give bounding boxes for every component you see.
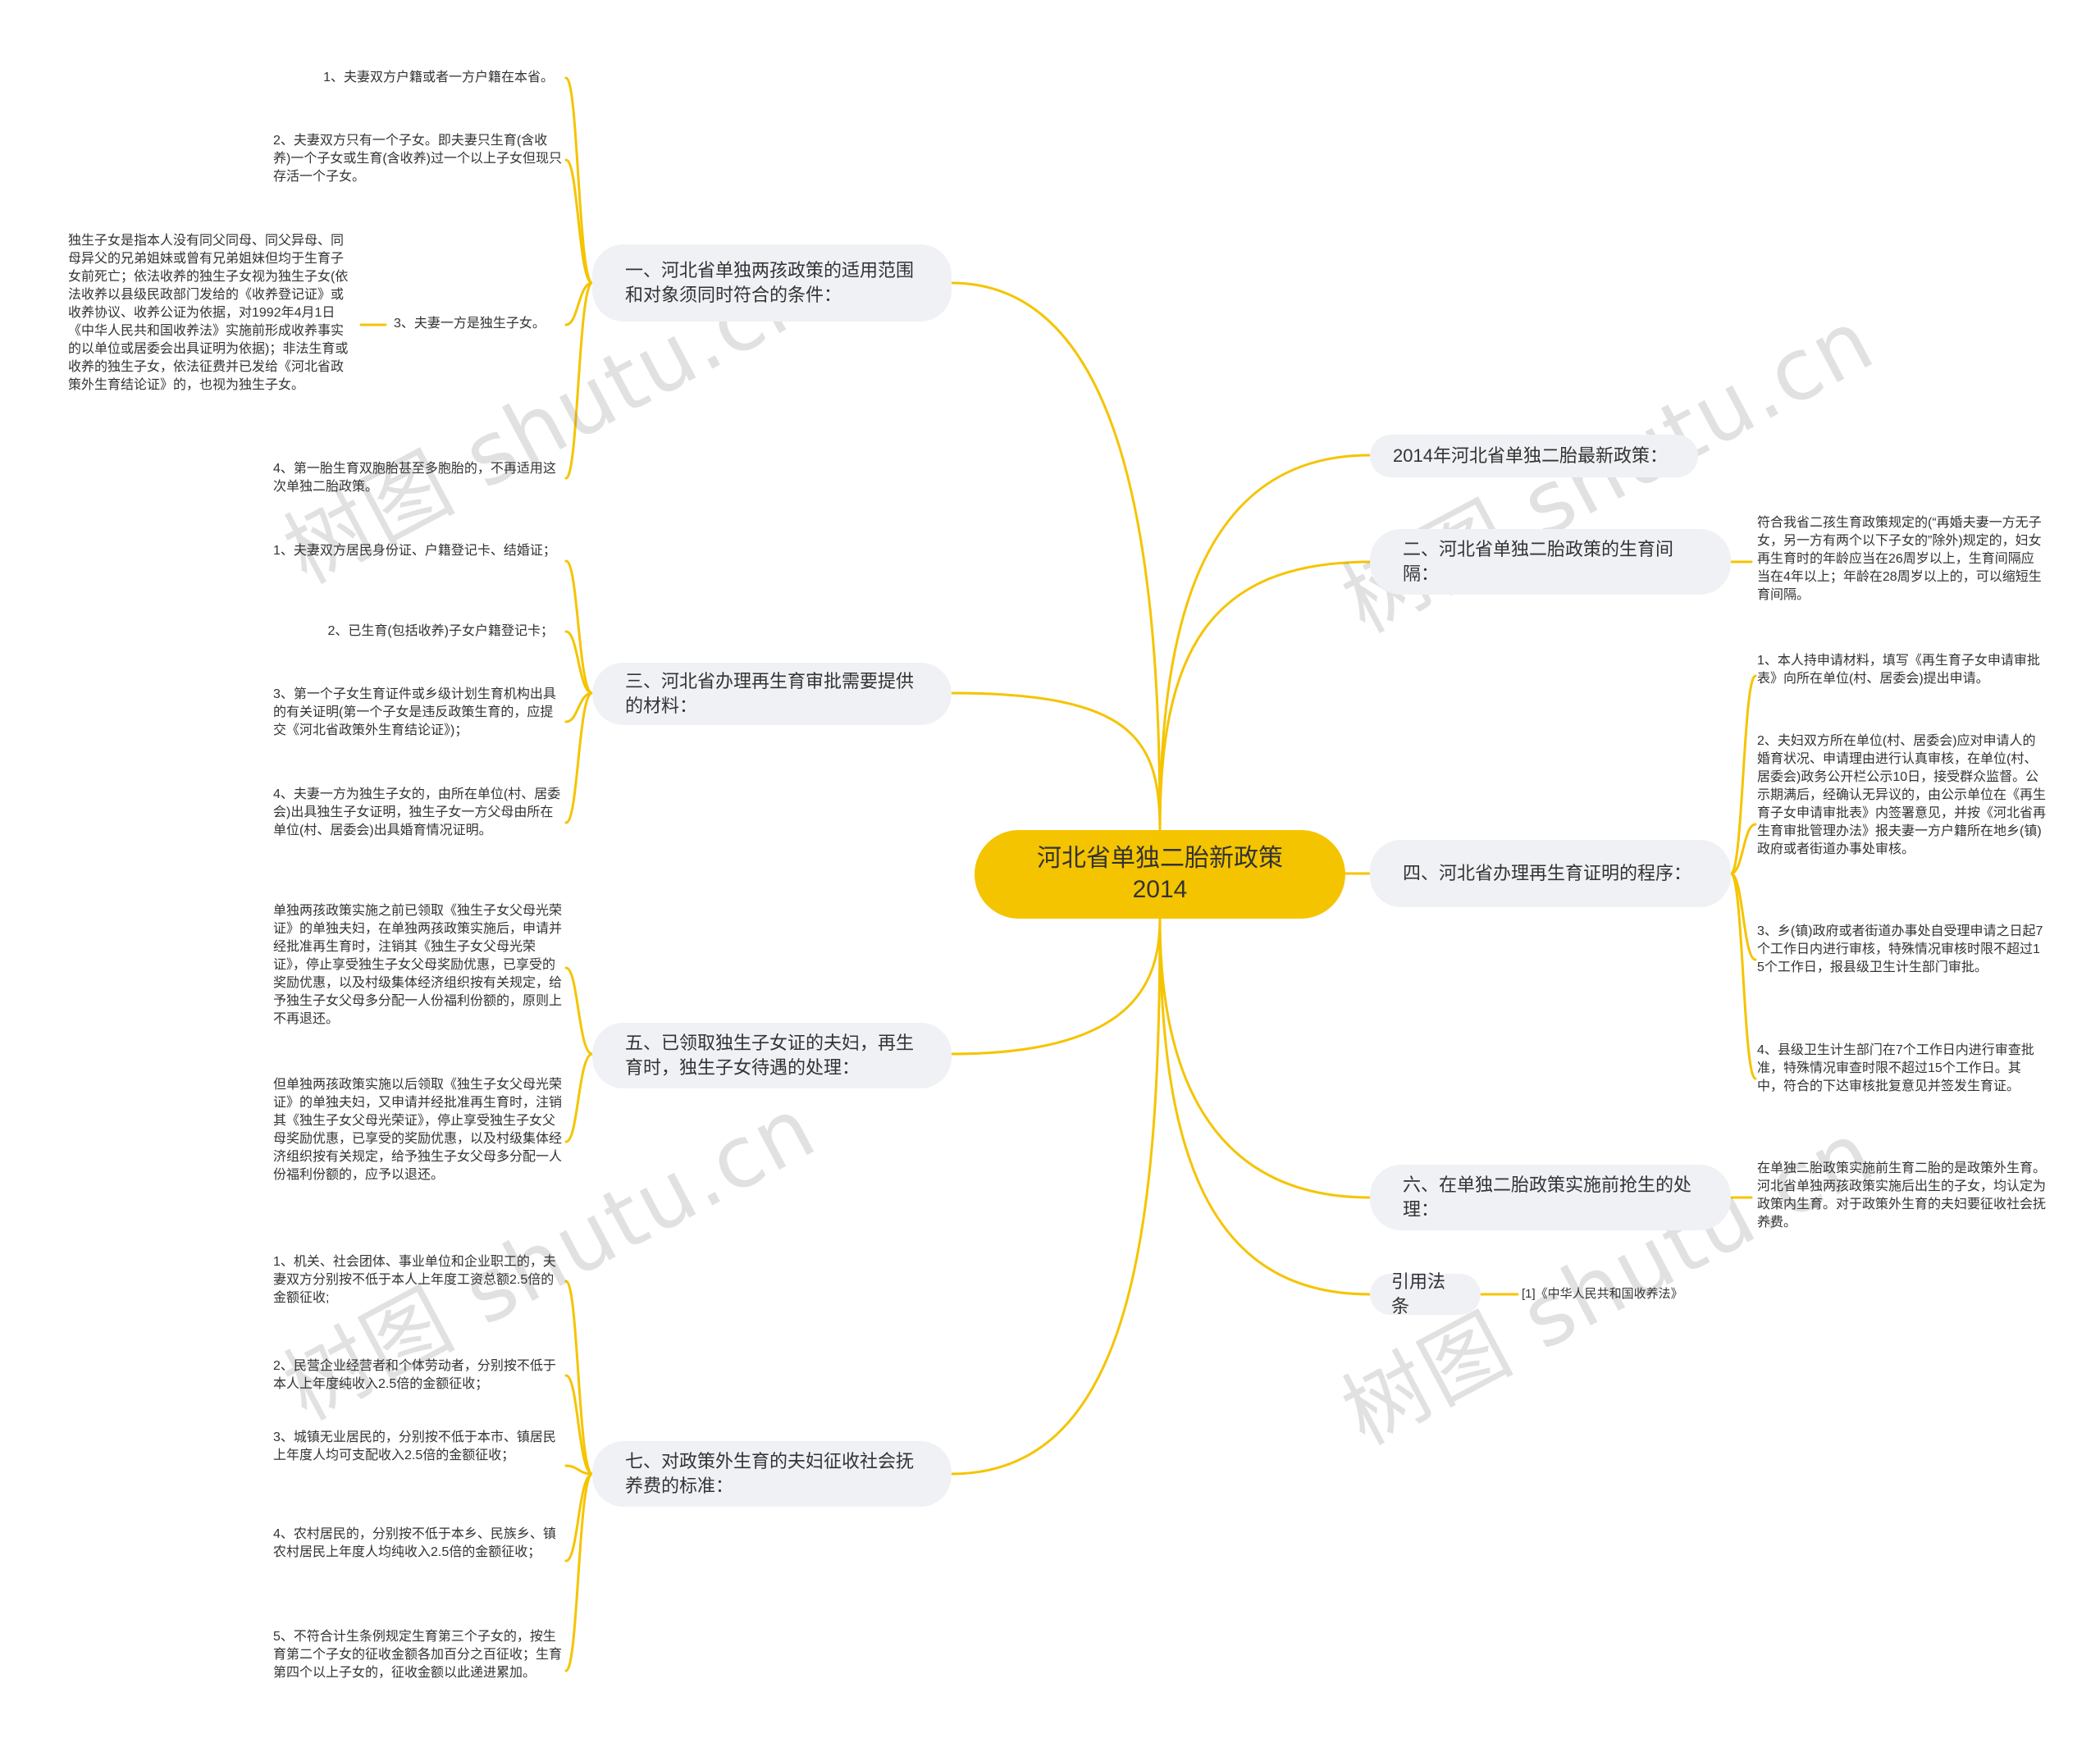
leaf-b7-2: 2、民营企业经营者和个体劳动者，分别按不低于本人上年度纯收入2.5倍的金额征收； <box>273 1359 556 1391</box>
link-center-r0 <box>1158 454 1372 832</box>
leaf-b6-1: 在单独二胎政策实施前生育二胎的是政策外生育。河北省单独两孩政策实施后出生的子女，… <box>1757 1161 2047 1230</box>
leaf-b3-1: 1、夫妻双方居民身份证、户籍登记卡、结婚证； <box>273 544 556 558</box>
leaf-b3-2: 2、已生育(包括收养)子女户籍登记卡； <box>327 624 554 638</box>
leaf-b2-1: 符合我省二孩生育政策规定的(“再婚夫妻一方无子女，另一方有两个以下子女的”除外)… <box>1757 516 2042 602</box>
link-b1-3 <box>564 281 594 326</box>
branch-only-child-certificate[interactable]: 五、已领取独生子女证的夫妇，再生育时，独生子女待遇的处理： <box>592 1023 952 1088</box>
leaf-b1-3: 3、夫妻一方是独生子女。 <box>394 317 546 331</box>
leaf-b3-4: 4、夫妻一方为独生子女的，由所在单位(村、居委会)出具独生子女证明，独生子女一方… <box>273 787 561 837</box>
link-b7-5 <box>564 1472 594 1672</box>
link-b5-2 <box>564 1052 594 1143</box>
link-b7-1 <box>564 1280 594 1476</box>
branch-required-materials[interactable]: 三、河北省办理再生育审批需要提供的材料： <box>592 663 952 725</box>
leaf-b7-3: 3、城镇无业居民的，分别按不低于本市、镇居民上年度人均可支配收入2.5倍的金额征… <box>273 1430 556 1462</box>
link-b7-2 <box>564 1374 594 1476</box>
link-center-b2 <box>1158 560 1372 832</box>
leaf-b1-4: 4、第一胎生育双胞胎甚至多胞胎的，不再适用这次单独二胎政策。 <box>273 462 556 494</box>
link-center-ref <box>1158 917 1372 1296</box>
link-center-b1 <box>950 281 1162 832</box>
branch-certificate-procedure[interactable]: 四、河北省办理再生育证明的程序： <box>1370 840 1731 907</box>
leaf-b1-1: 1、夫妻双方户籍或者一方户籍在本省。 <box>323 71 554 84</box>
leaf-b4-1: 1、本人持申请材料，填写《再生育子女申请审批表》向所在单位(村、居委会)提出申请… <box>1757 654 2040 686</box>
link-b7-3 <box>564 1464 594 1476</box>
leaf-ref-1: [1]《中华人民共和国收养法》 <box>1522 1287 1683 1301</box>
branch-applicable-conditions[interactable]: 一、河北省单独两孩政策的适用范围和对象须同时符合的条件： <box>592 244 952 322</box>
link-b3-2 <box>564 630 594 695</box>
leaf-b1-3-note: 独生子女是指本人没有同父同母、同父异母、同母异父的兄弟姐妹或曾有兄弟姐妹但均于生… <box>68 234 349 392</box>
leaf-b7-1: 1、机关、社会团体、事业单位和企业职工的，夫妻双方分别按不低于本人上年度工资总额… <box>273 1255 556 1305</box>
link-b1-2 <box>564 158 594 285</box>
central-topic[interactable]: 河北省单独二胎新政策2014 <box>975 830 1345 919</box>
leaf-b5-2: 但单独两孩政策实施以后领取《独生子女父母光荣证》的单独夫妇，又申请并经批准再生育… <box>273 1078 563 1182</box>
branch-cited-law[interactable]: 引用法条 <box>1370 1271 1481 1316</box>
leaf-b5-1: 单独两孩政策实施之前已领取《独生子女父母光荣证》的单独夫妇，在单独两孩政策实施后… <box>273 904 563 1026</box>
link-center-b5 <box>950 917 1162 1056</box>
link-center-b7 <box>950 917 1162 1476</box>
branch-latest-policy[interactable]: 2014年河北省单独二胎最新政策： <box>1370 435 1698 477</box>
link-b3-1 <box>564 559 594 695</box>
link-center-b3 <box>950 691 1162 832</box>
link-b4-2 <box>1729 823 1757 875</box>
link-center-b6 <box>1158 917 1372 1199</box>
link-b4-3 <box>1729 872 1757 961</box>
leaf-b1-2: 2、夫妻双方只有一个子女。即夫妻只生育(含收养)一个子女或生育(含收养)过一个以… <box>273 134 562 184</box>
link-b1-1 <box>564 76 594 285</box>
link-b3-3 <box>564 691 594 723</box>
link-b3-4 <box>564 691 594 824</box>
branch-pre-policy-birth[interactable]: 六、在单独二胎政策实施前抢生的处理： <box>1370 1165 1731 1230</box>
leaf-b7-5: 5、不符合计生条例规定生育第三个子女的，按生育第二个子女的征收金额各加百分之百征… <box>273 1630 563 1680</box>
link-b7-4 <box>564 1472 594 1563</box>
link-b4-4 <box>1729 872 1757 1080</box>
link-b5-1 <box>564 966 594 1056</box>
branch-birth-interval[interactable]: 二、河北省单独二胎政策的生育间隔： <box>1370 529 1731 595</box>
leaf-b4-3: 3、乡(镇)政府或者街道办事处自受理申请之日起7个工作日内进行审核，特殊情况审核… <box>1757 924 2043 974</box>
branch-social-support-fee[interactable]: 七、对政策外生育的夫妇征收社会抚养费的标准： <box>592 1441 952 1507</box>
leaf-b7-4: 4、农村居民的，分别按不低于本乡、民族乡、镇农村居民上年度人均纯收入2.5倍的金… <box>273 1527 556 1559</box>
leaf-b4-4: 4、县级卫生计生部门在7个工作日内进行审查批准，特殊情况审查时限不超过15个工作… <box>1757 1043 2034 1093</box>
link-b1-4 <box>564 281 594 480</box>
leaf-b4-2: 2、夫妇双方所在单位(村、居委会)应对申请人的婚育状况、申请理由进行认真审核，在… <box>1757 734 2047 856</box>
link-b4-1 <box>1729 674 1757 875</box>
leaf-b3-3: 3、第一个子女生育证件或乡级计划生育机构出具的有关证明(第一个子女是违反政策生育… <box>273 687 556 737</box>
